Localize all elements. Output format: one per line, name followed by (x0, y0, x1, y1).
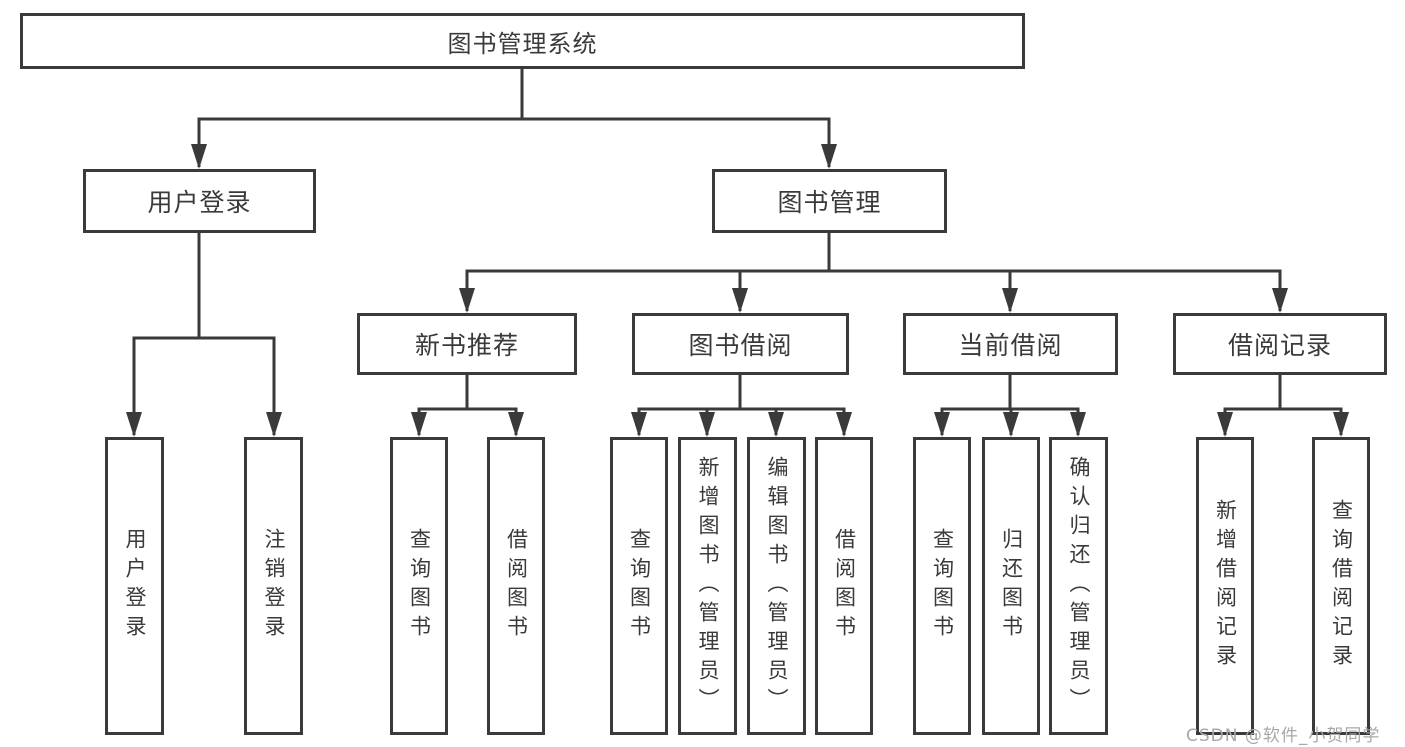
leaf-label: 归还图书 (999, 528, 1024, 644)
leaf-query-books-borrow: 查询图书 (610, 437, 668, 735)
leaf-label: 查询图书 (407, 528, 432, 644)
node-current-borrow: 当前借阅 (903, 313, 1118, 375)
leaf-label: 新增图书（管理员） (696, 455, 720, 717)
leaf-user-login: 用户登录 (105, 437, 164, 735)
node-label: 图书管理系统 (447, 29, 598, 58)
leaf-label: 借阅图书 (832, 528, 857, 644)
node-book-management: 图书管理 (712, 169, 947, 233)
leaf-label: 查询图书 (627, 528, 652, 644)
leaf-label: 新增借阅记录 (1213, 499, 1238, 673)
leaf-borrow-books: 借阅图书 (815, 437, 873, 735)
node-borrow-records: 借阅记录 (1173, 313, 1387, 375)
leaf-label: 用户登录 (123, 528, 147, 644)
node-new-book-recommend: 新书推荐 (357, 313, 577, 375)
leaf-label: 查询借阅记录 (1329, 499, 1354, 673)
csdn-watermark: CSDN @软件_小贺同学 (1186, 726, 1381, 746)
leaf-add-books-admin: 新增图书（管理员） (678, 437, 737, 735)
node-label: 当前借阅 (958, 331, 1063, 360)
leaf-query-books-recommend: 查询图书 (390, 437, 448, 735)
node-label: 新书推荐 (414, 331, 519, 360)
leaf-add-borrow-record: 新增借阅记录 (1196, 437, 1254, 735)
node-book-management-system: 图书管理系统 (20, 13, 1025, 69)
leaf-edit-books-admin: 编辑图书（管理员） (747, 437, 806, 735)
node-label: 图书借阅 (688, 331, 793, 360)
leaf-label: 编辑图书（管理员） (765, 455, 789, 717)
leaf-query-books-current: 查询图书 (913, 437, 971, 735)
leaf-label: 注销登录 (262, 528, 286, 644)
leaf-label: 借阅图书 (504, 528, 529, 644)
node-label: 借阅记录 (1227, 331, 1332, 360)
leaf-return-books: 归还图书 (982, 437, 1040, 735)
leaf-label: 确认归还（管理员） (1067, 455, 1091, 717)
leaf-query-borrow-record: 查询借阅记录 (1312, 437, 1370, 735)
node-book-borrow: 图书借阅 (632, 313, 849, 375)
node-label: 图书管理 (777, 188, 882, 217)
node-user-login: 用户登录 (83, 169, 316, 233)
node-label: 用户登录 (147, 188, 252, 217)
leaf-confirm-return-admin: 确认归还（管理员） (1049, 437, 1108, 735)
leaf-label: 查询图书 (930, 528, 955, 644)
leaf-borrow-books-recommend: 借阅图书 (487, 437, 545, 735)
leaf-logout: 注销登录 (244, 437, 303, 735)
